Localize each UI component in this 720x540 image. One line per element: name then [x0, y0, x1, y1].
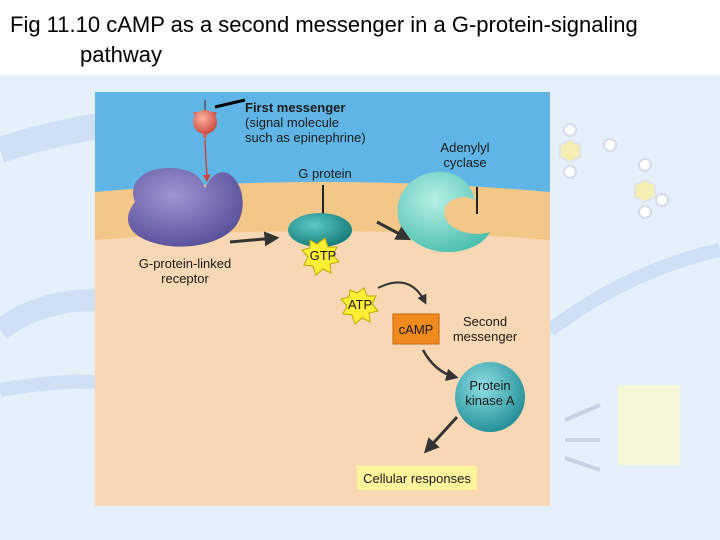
first-messenger-line1: (signal molecule	[245, 115, 339, 130]
pka-to-responses-arrow	[423, 415, 459, 454]
cellular-responses-text: Cellular responses	[363, 471, 471, 486]
cellular-responses-box	[357, 466, 477, 490]
adenylyl-cyclase-label: Adenylyl cyclase	[430, 140, 500, 170]
signal-binding-arrow	[202, 139, 211, 183]
g-protein	[288, 213, 352, 247]
slide-title-line2: pathway	[80, 42, 162, 67]
g-protein-linked-receptor	[128, 167, 243, 247]
first-messenger-line2: such as epinephrine)	[245, 130, 366, 145]
protein-kinase-line1: Protein	[469, 378, 511, 393]
second-messenger-line1: Second	[462, 314, 508, 329]
g-protein-to-cyclase-arrow	[376, 220, 411, 241]
receptor-line1: G-protein-linked	[138, 256, 232, 271]
protein-kinase-label: Protein kinase A	[455, 378, 525, 408]
receptor-label: G-protein-linked receptor	[130, 256, 240, 286]
receptor-to-gprotein-arrow	[229, 231, 280, 247]
gtp-label: GTP	[298, 248, 348, 263]
atp-label: ATP	[335, 297, 385, 312]
gtp-text: GTP	[309, 248, 337, 263]
camp-to-pka-arrow	[421, 349, 459, 381]
second-messenger-label: Second messenger	[445, 314, 525, 344]
adenylyl-cyclase	[397, 171, 490, 253]
pathway-illustration	[95, 92, 550, 506]
camp-label: cAMP	[393, 322, 439, 337]
atp-star	[340, 287, 379, 325]
adenylyl-cyclase-line1: Adenylyl	[440, 140, 490, 155]
slide-title-line1: Fig 11.10 cAMP as a second messenger in …	[10, 12, 638, 37]
camp-box	[392, 313, 440, 345]
gtp-star	[301, 237, 340, 276]
protein-kinase-a	[455, 362, 525, 432]
receptor-line2: receptor	[161, 271, 209, 286]
camp-text: cAMP	[398, 322, 434, 337]
cellular-responses-label: Cellular responses	[357, 471, 477, 486]
first-messenger-heading: First messenger	[245, 100, 346, 115]
first-messenger-label: First messenger (signal molecule such as…	[245, 100, 395, 145]
atp-to-camp-arrow	[377, 281, 427, 305]
slide-title: Fig 11.10 cAMP as a second messenger in …	[10, 10, 710, 70]
atp-text: ATP	[347, 297, 373, 312]
camp-pathway-figure: First messenger (signal molecule such as…	[95, 92, 550, 506]
g-protein-label: G protein	[285, 166, 365, 181]
signal-molecule-pointer	[214, 98, 246, 109]
second-messenger-line2: messenger	[452, 329, 518, 344]
protein-kinase-line2: kinase A	[465, 393, 515, 408]
g-protein-text: G protein	[298, 166, 352, 181]
adenylyl-cyclase-line2: cyclase	[443, 155, 487, 170]
